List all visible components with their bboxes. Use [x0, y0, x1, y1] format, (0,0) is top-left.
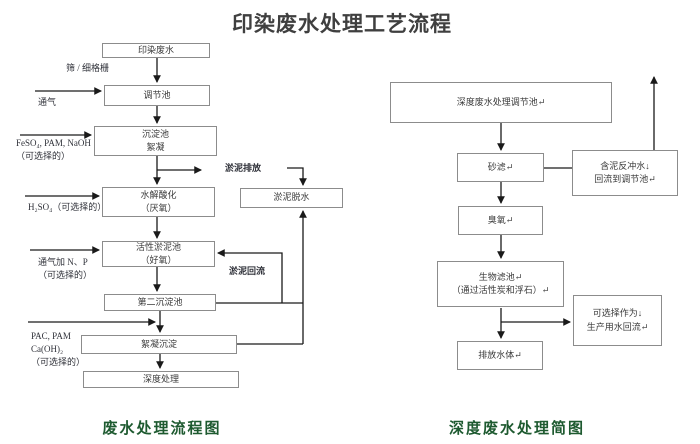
box-optional-reuse-water: 可选择作为↓ 生产用水回流↵	[573, 295, 662, 346]
caption-right-chart: 深度废水处理简图	[448, 421, 586, 437]
label-aeration: 通气	[38, 97, 57, 107]
arrow-sludge-into-dewatering-top	[287, 167, 307, 187]
label-h2so4: H₂SO₄（可选择的）	[28, 202, 107, 212]
label-screen-fine-grid: 筛 / 细格栅	[66, 63, 110, 73]
box-ozone: 臭氧↵	[458, 206, 543, 235]
box-backwash-return: 含泥反冲水↓ 回流到调节池↵	[572, 150, 678, 196]
box-activated-sludge-tank: 活性淤泥池 （好氧）	[102, 241, 215, 267]
box-sedimentation-tank: 沉淀池 絮凝	[94, 126, 217, 156]
box-sand-filter: 砂滤↵	[457, 153, 544, 182]
label-aeration-n-p: 通气加 N、P （可选择的）	[38, 257, 93, 281]
box-regulating-tank: 调节池	[104, 85, 210, 106]
arrow-sludge-return	[216, 249, 283, 303]
box-advanced-treatment: 深度处理	[83, 371, 239, 388]
label-sludge-discharge: 淤泥排放	[225, 163, 262, 173]
box-discharge-water-body: 排放水体↵	[457, 341, 543, 370]
box-biological-filter: 生物滤池↵ （通过活性炭和浮石）↵	[437, 261, 564, 307]
page-title: 印染废水处理工艺流程	[232, 13, 452, 36]
box-advanced-regulating-tank: 深度废水处理调节池↵	[390, 82, 612, 123]
label-pac-pam-caoh2: PAC, PAM Ca(OH)₂ （可选择的）	[31, 331, 86, 368]
label-sludge-return: 淤泥回流	[229, 266, 266, 276]
box-dyeing-wastewater: 印染废水	[102, 43, 210, 58]
box-secondary-sedimentation: 第二沉淀池	[104, 294, 216, 311]
box-hydrolysis-acidification: 水解酸化 （厌氧）	[102, 187, 215, 217]
box-sludge-dewatering: 淤泥脱水	[240, 188, 343, 208]
caption-left-chart: 废水处理流程图	[102, 421, 222, 437]
label-feso4-pam-naoh: FeSO₄, PAM, NaOH （可选择的）	[16, 138, 91, 162]
box-flocculation-sedimentation: 絮凝沉淀	[81, 335, 237, 354]
